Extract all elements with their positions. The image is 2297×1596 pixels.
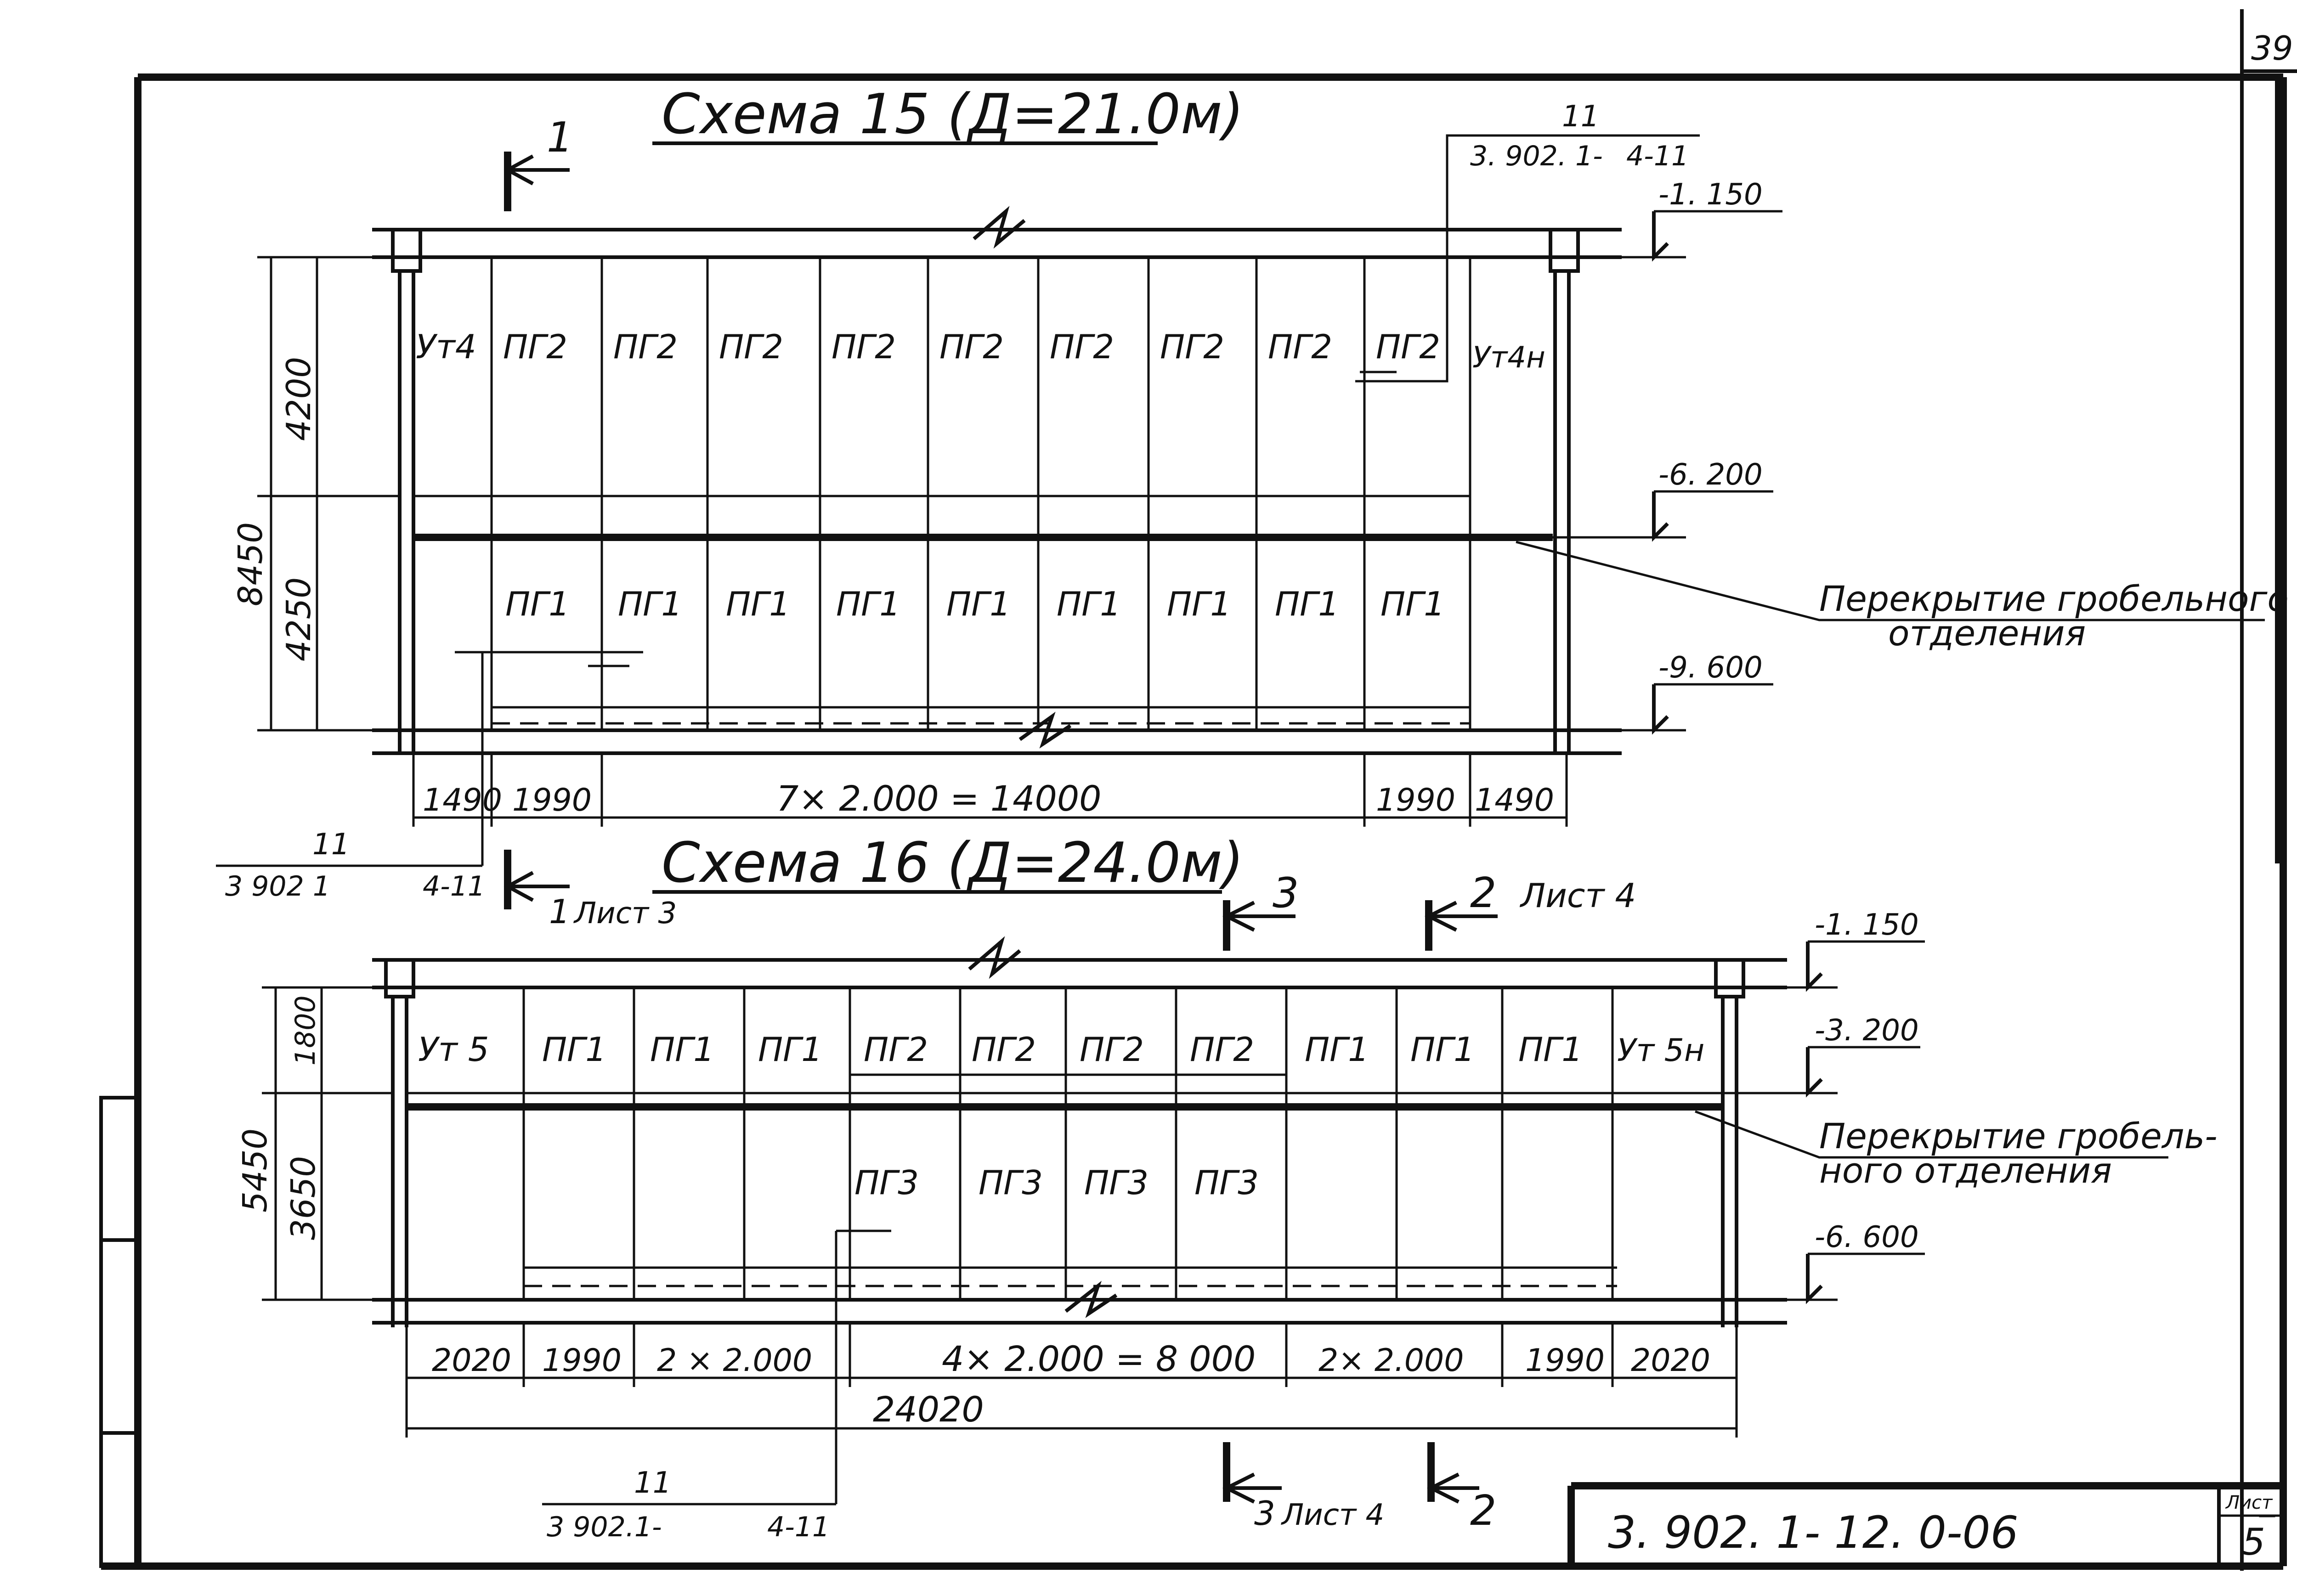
scheme-16-bottom-mark-3-ref: Лист 4 [1281, 1498, 1384, 1532]
scheme-15-dim-h: 7× 2.000 = 14000 [776, 778, 1102, 819]
sheet-top-number: 39 [2251, 29, 2293, 68]
scheme-16-section-mark-2: 2 [1470, 869, 1496, 917]
scheme-16-upper-label: ПГ1 [650, 1030, 714, 1069]
scheme-15-upper-label: Ут4 [416, 327, 476, 366]
scheme-15-leader-top-num: 11 [1562, 100, 1599, 134]
scheme-15-upper-label: ПГ2 [832, 327, 896, 366]
scheme-16-dim-upper: 1800 [289, 995, 322, 1066]
scheme-16-upper-label: ПГ1 [542, 1030, 606, 1069]
scheme-16-dim-h: 2 × 2.000 [657, 1342, 812, 1379]
scheme-15-lower-label: ПГ1 [836, 585, 900, 623]
scheme-15-lower-label: ПГ1 [726, 585, 790, 623]
scheme-15-upper-label: ПГ2 [1050, 327, 1114, 366]
scheme-15-lower-label: ПГ1 [1057, 585, 1121, 623]
scheme-15-level-bottom: -9. 600 [1658, 651, 1763, 685]
title-block [1567, 1482, 2283, 1566]
stamp-doc-code: 3. 902. 1- 12. 0-06 [1608, 1507, 2019, 1558]
scheme-15-note-2: отделения [1888, 613, 2086, 654]
scheme-15-level-mid: -6. 200 [1658, 458, 1763, 492]
scheme-15-dim-h: 1490 [423, 782, 502, 818]
scheme-15-lower-label: ПГ1 [505, 585, 570, 623]
scheme-16-upper-label: ПГ2 [864, 1030, 928, 1069]
scheme-16-dim-h: 1990 [542, 1342, 622, 1379]
scheme-15-lower-label: ПГ1 [1380, 585, 1445, 623]
scheme-16-dim-lower: 3650 [284, 1156, 322, 1240]
scheme-15-section-mark-top: 1 [547, 113, 573, 162]
scheme-16-lower-label: ПГ3 [1084, 1163, 1148, 1202]
scheme-15-upper-label: ПГ2 [1376, 327, 1440, 366]
scheme-15-lower-label: ПГ1 [946, 585, 1011, 623]
stamp-sheet-label: Лист [2225, 1492, 2273, 1513]
scheme-16-leader-bottom-num: 11 [634, 1466, 671, 1500]
scheme-15-section-mark-bottom: 1 [549, 892, 570, 931]
scheme-16-lower-label: ПГ3 [1194, 1163, 1259, 1202]
scheme-16-dim-h: 2020 [1631, 1342, 1710, 1379]
scheme-15-dim-h: 1990 [1376, 782, 1455, 818]
scheme-16: Схема 16 (Д=24.0м) 3 2 Лист 4 [236, 831, 2218, 1543]
scheme-16-upper-label: ПГ2 [972, 1030, 1036, 1069]
scheme-15-lower-label: ПГ1 [1275, 585, 1339, 623]
scheme-15-section-mark-bottom-ref: Лист 3 [573, 897, 677, 931]
stamp-sheet-number: 5 [2242, 1521, 2265, 1563]
scheme-15-leader-top-sheet: 4-11 [1626, 140, 1689, 172]
scheme-15-upper-label: ПГ2 [1268, 327, 1332, 366]
scheme-15-dim-lower: 4250 [279, 577, 318, 661]
scheme-15-leader-top-code: 3. 902. 1- [1470, 140, 1603, 172]
scheme-16-dim-h: 2020 [432, 1342, 511, 1379]
scheme-15-level-top: -1. 150 [1658, 178, 1763, 212]
scheme-15-upper-label: ПГ2 [503, 327, 567, 366]
scheme-15-title: Схема 15 (Д=21.0м) [662, 83, 1244, 147]
scheme-16-upper-label: ПГ2 [1190, 1030, 1254, 1069]
scheme-15-dim-total: 8450 [231, 522, 270, 606]
scheme-16-upper-label: Ут 5 [418, 1030, 489, 1069]
scheme-16-level-top: -1. 150 [1815, 908, 1919, 942]
scheme-15-note: Перекрытие гробельного [1819, 578, 2289, 619]
scheme-15-leader-bottom-code: 3 902 1 [225, 870, 330, 902]
scheme-16-dim-h: 4× 2.000 = 8 000 [942, 1338, 1256, 1379]
scheme-15-dim-upper: 4200 [279, 357, 318, 441]
scheme-16-lower-label: ПГ3 [979, 1163, 1043, 1202]
scheme-16-upper-label: ПГ2 [1080, 1030, 1144, 1069]
scheme-16-dim-h: 2× 2.000 [1318, 1342, 1464, 1379]
scheme-16-dim-total: 5450 [236, 1128, 274, 1213]
scheme-15-upper-label: ПГ2 [719, 327, 783, 366]
scheme-16-leader-bottom-code: 3 902.1- [547, 1511, 662, 1543]
scheme-15-lower-label: ПГ1 [618, 585, 682, 623]
scheme-16-note-2: ного отделения [1819, 1150, 2112, 1191]
scheme-15-upper-label: ПГ2 [613, 327, 678, 366]
scheme-15-upper-label: Ут4н [1472, 341, 1545, 375]
scheme-16-bottom-mark-3: 3 [1254, 1494, 1275, 1533]
scheme-15-dim-h: 1490 [1475, 782, 1554, 818]
scheme-16-lower-label: ПГ3 [854, 1163, 919, 1202]
scheme-16-upper-label: ПГ1 [1305, 1030, 1369, 1069]
scheme-15-upper-label: ПГ2 [1160, 327, 1224, 366]
sheet-frame [99, 9, 2297, 1571]
scheme-16-section-mark-3: 3 [1273, 869, 1299, 917]
scheme-16-upper-label: Ут 5н [1617, 1032, 1704, 1069]
scheme-15-leader-bottom-num: 11 [312, 828, 350, 862]
scheme-16-upper-label: ПГ1 [758, 1030, 822, 1069]
scheme-15-upper-label: ПГ2 [939, 327, 1004, 366]
scheme-15-leader-bottom-sheet: 4-11 [423, 870, 485, 902]
scheme-16-level-bottom: -6. 600 [1815, 1220, 1919, 1254]
scheme-16-upper-label: ПГ1 [1410, 1030, 1475, 1069]
scheme-15-lower-label: ПГ1 [1167, 585, 1231, 623]
scheme-15-dim-h: 1990 [512, 782, 592, 818]
scheme-16-dim-h: 1990 [1525, 1342, 1605, 1379]
scheme-16-note: Перекрытие гробель- [1819, 1116, 2218, 1156]
scheme-16-bottom-mark-2: 2 [1470, 1487, 1496, 1535]
scheme-16-dim-overall: 24020 [873, 1389, 984, 1430]
scheme-16-level-mid: -3. 200 [1815, 1014, 1919, 1048]
scheme-16-section-mark-2-ref: Лист 4 [1519, 876, 1636, 915]
scheme-16-title: Схема 16 (Д=24.0м) [662, 831, 1244, 895]
scheme-15: Схема 15 (Д=21.0м) 1 11 3. 902. 1- 4-11 [216, 83, 2289, 931]
scheme-16-upper-label: ПГ1 [1518, 1030, 1583, 1069]
scheme-16-leader-bottom-sheet: 4-11 [767, 1511, 830, 1543]
